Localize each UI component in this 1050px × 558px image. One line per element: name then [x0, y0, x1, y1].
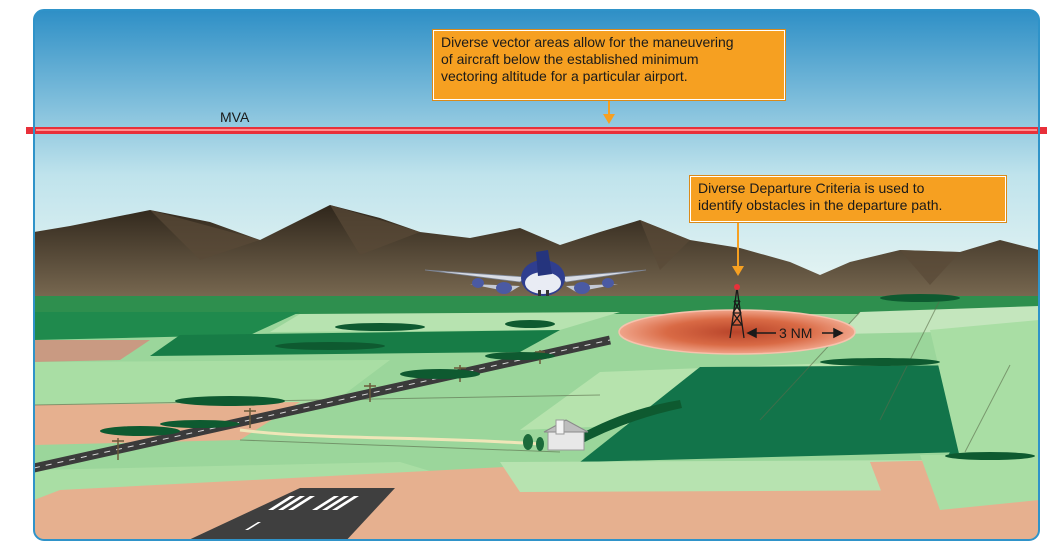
farmhouse-icon: [523, 419, 589, 451]
callout-line: Diverse vector areas allow for the maneu…: [441, 34, 734, 50]
distance-arrow: [746, 327, 844, 339]
diverse-vector-callout: Diverse vector areas allow for the maneu…: [433, 30, 785, 100]
mva-line-highlight: [34, 129, 1039, 131]
power-poles: [112, 350, 545, 460]
radio-tower-icon: [729, 284, 745, 339]
callout-line: of aircraft below the established minimu…: [441, 51, 699, 67]
distance-label: 3 NM: [779, 325, 813, 341]
field: [500, 460, 990, 492]
field: [930, 320, 1039, 458]
field: [34, 360, 390, 410]
mva-label: MVA: [220, 109, 250, 125]
tree-line-horizon: [34, 296, 1039, 314]
obstacle-evaluation-area: [618, 309, 856, 355]
dirt-road: [239, 428, 541, 446]
mva-line-right-cap: [1037, 127, 1047, 134]
field: [34, 312, 300, 340]
airliner-icon: [424, 250, 647, 296]
callout-pointer: [603, 100, 744, 276]
dark-field: [580, 365, 1010, 462]
highway-centerline: [34, 339, 611, 469]
diverse-departure-callout: Diverse Departure Criteria is used to id…: [690, 176, 1006, 222]
frame-border: [33, 9, 1040, 541]
callout-line: vectoring altitude for a particular airp…: [441, 68, 688, 84]
field: [34, 340, 150, 362]
callout-line: identify obstacles in the departure path…: [698, 197, 943, 213]
tree-rows: [100, 294, 1035, 460]
mva-line-left-cap: [26, 127, 36, 134]
mountain-shading: [150, 205, 960, 285]
field: [920, 455, 1039, 510]
callout-line: Diverse Departure Criteria is used to: [698, 180, 925, 196]
runway: [150, 488, 395, 540]
